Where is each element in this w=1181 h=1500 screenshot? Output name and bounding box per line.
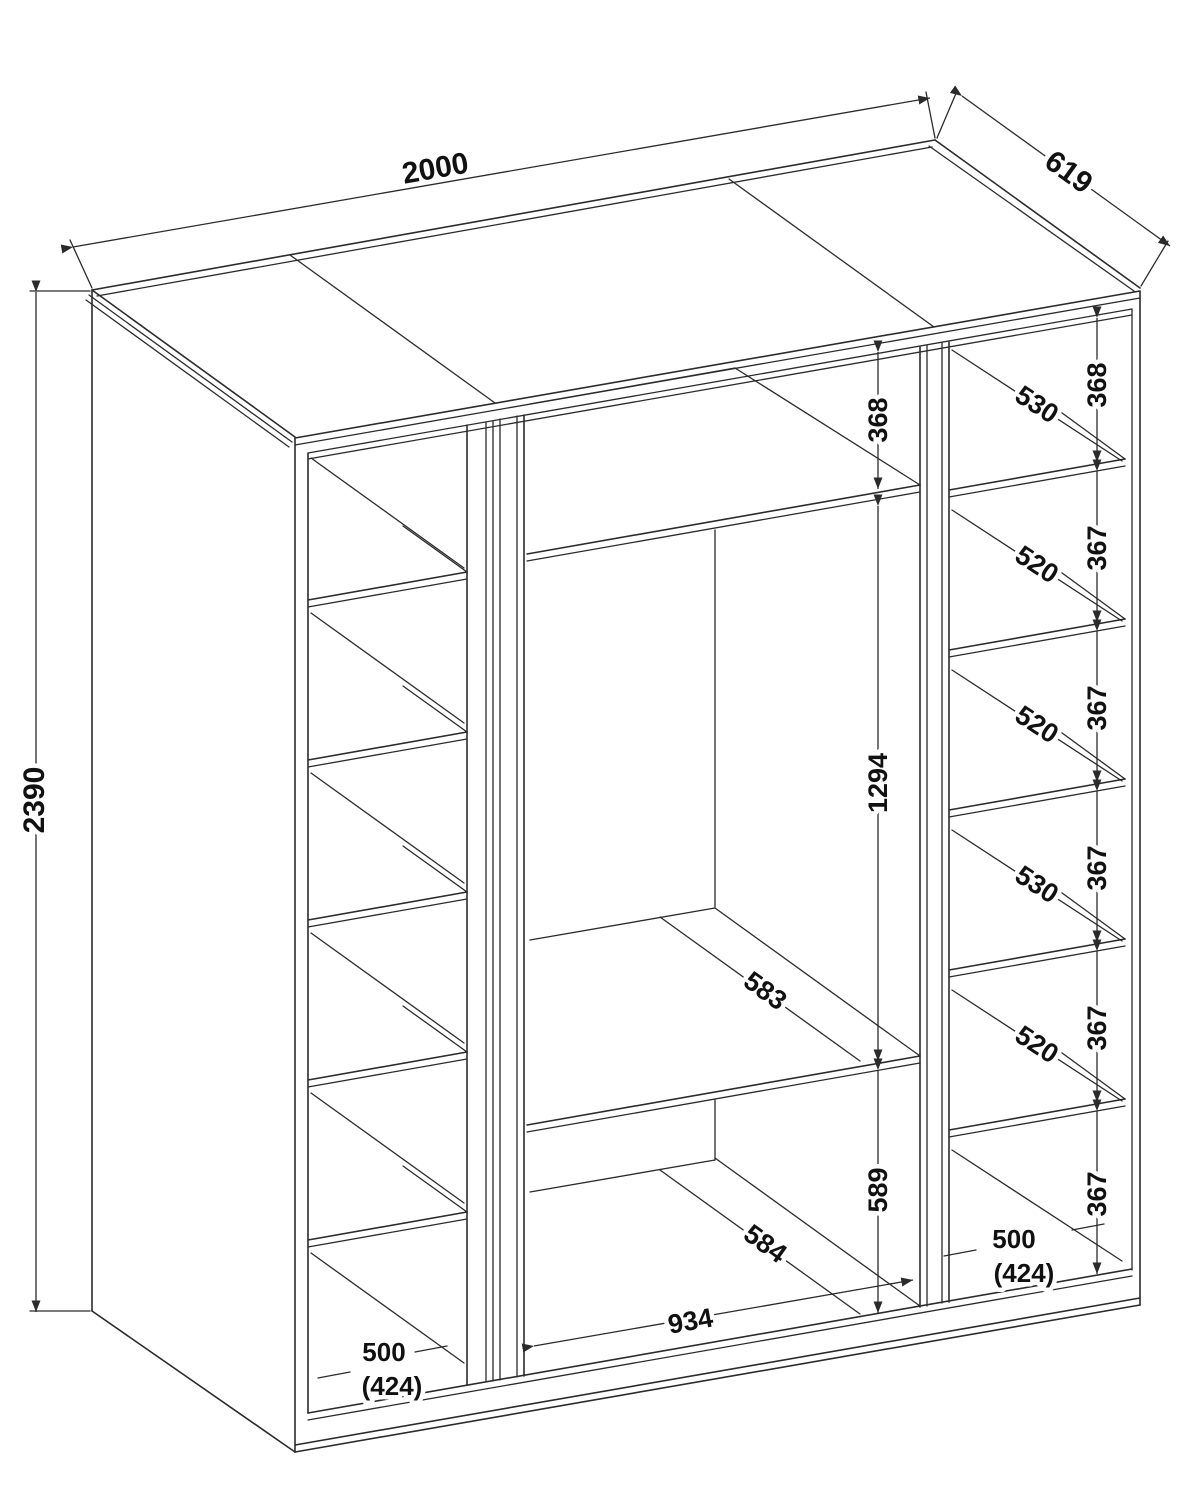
dim-right-height-1-label: 368 bbox=[1082, 362, 1112, 407]
dim-right-depth-4-label: 530 bbox=[1010, 860, 1064, 910]
top-face bbox=[85, 139, 1141, 460]
dim-right-height-2-label: 367 bbox=[1082, 525, 1112, 570]
dim-center-top-height-label: 368 bbox=[863, 397, 893, 442]
dim-overall-width-label: 2000 bbox=[400, 147, 471, 191]
left-column-shelves bbox=[307, 457, 468, 1364]
dim-right-depth-3-label: 520 bbox=[1010, 700, 1064, 750]
dim-left-bottom-depth-label: 500 bbox=[362, 1337, 405, 1367]
dim-right-height-3-label: 367 bbox=[1082, 685, 1112, 730]
dim-overall-depth-label: 619 bbox=[1039, 144, 1099, 200]
dim-right-depth-2-label: 520 bbox=[1010, 540, 1064, 590]
center-section bbox=[526, 367, 921, 1315]
right-side-panel bbox=[1131, 290, 1141, 1306]
base-and-floor bbox=[294, 1268, 1141, 1453]
dim-right-height-5-label: 367 bbox=[1082, 1005, 1112, 1050]
dimension-labels: 2000 619 2390 368 1294 589 583 584 934 3… bbox=[14, 140, 1117, 1406]
dim-right-depth-1-label: 530 bbox=[1010, 380, 1064, 430]
dim-center-shelf-depth-label: 583 bbox=[738, 965, 792, 1016]
dim-center-inner-width-label: 934 bbox=[666, 1302, 716, 1339]
dim-right-bottom-depth-note-label: (424) bbox=[994, 1258, 1055, 1288]
dim-center-bottom-height-label: 589 bbox=[863, 1167, 893, 1212]
dim-center-bottom-depth-label: 584 bbox=[738, 1218, 792, 1269]
left-side-panel bbox=[91, 289, 309, 1453]
partition-panels bbox=[466, 341, 950, 1386]
dim-right-depth-5-label: 520 bbox=[1010, 1020, 1064, 1070]
right-column-shelves bbox=[948, 349, 1126, 1262]
dim-overall-height-label: 2390 bbox=[18, 767, 51, 834]
dimension-lines bbox=[29, 85, 1171, 1379]
dim-right-height-4-label: 367 bbox=[1082, 845, 1112, 890]
dim-right-height-6-label: 367 bbox=[1082, 1171, 1112, 1216]
dim-left-bottom-depth-note-label: (424) bbox=[362, 1371, 423, 1401]
dim-right-bottom-depth-label: 500 bbox=[992, 1224, 1035, 1254]
dim-center-middle-height-label: 1294 bbox=[863, 753, 893, 813]
